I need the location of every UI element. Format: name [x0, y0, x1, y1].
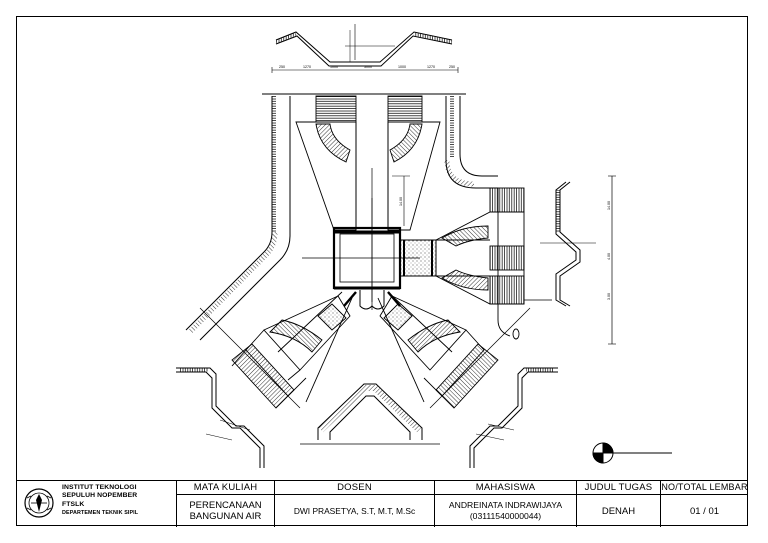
- course-cell: MATA KULIAH PERENCANAAN BANGUNAN AIR: [176, 481, 274, 527]
- lecturer-cell: DOSEN DWI PRASETYA, S.T, M.T, M.Sc: [274, 481, 434, 527]
- right-outlet-channel: [435, 187, 552, 340]
- sheet-cell: NO/TOTAL LEMBAR 01 / 01: [660, 481, 748, 527]
- institution-line4: DEPARTEMEN TEKNIK SIPIL: [62, 510, 139, 517]
- top-cross-section: [271, 24, 459, 73]
- title-block: INSTITUT TEKNOLOGI SEPULUH NOPEMBER FTSL…: [16, 480, 748, 527]
- dim-label: 1000: [398, 65, 406, 69]
- lower-left-branch: [199, 291, 353, 409]
- course-header: MATA KULIAH: [177, 481, 274, 495]
- student-cell: MAHASISWA ANDREINATA INDRAWIJAYA (031115…: [434, 481, 576, 527]
- institution-cell: INSTITUT TEKNOLOGI SEPULUH NOPEMBER FTSL…: [16, 481, 176, 527]
- institution-line3: FTSLK: [62, 500, 85, 508]
- assignment-header: JUDUL TUGAS: [577, 481, 660, 495]
- vertical-dim-label: 14.00: [399, 197, 403, 206]
- dim-label: 250: [279, 65, 285, 69]
- course-line2: BANGUNAN AIR: [189, 511, 262, 522]
- lower-left-cross-section: [176, 367, 265, 468]
- dim-label: 1270: [427, 65, 435, 69]
- lower-right-cross-section: [469, 367, 558, 468]
- dim-label: 3000: [364, 65, 372, 69]
- right-channel-wall: [444, 96, 498, 189]
- bottom-v-wall: [300, 383, 440, 445]
- lecturer-header: DOSEN: [275, 481, 434, 495]
- sheet-number: 01 / 01: [689, 505, 720, 517]
- institution-line2: SEPULUH NOPEMBER: [62, 492, 138, 500]
- vertical-dim-label: 14.00: [607, 201, 611, 210]
- top-inlet-channel: [295, 95, 441, 302]
- left-channel-wall: [185, 93, 466, 341]
- central-pier: [343, 290, 401, 310]
- dim-label: 250: [449, 65, 455, 69]
- lower-right-branch: [377, 291, 531, 409]
- vertical-dim-label: 3.00: [607, 293, 611, 300]
- student-header: MAHASISWA: [435, 481, 576, 495]
- dim-label: 1270: [303, 65, 311, 69]
- dim-label: 1000: [330, 65, 338, 69]
- lecturer-name: DWI PRASETYA, S.T, M.T, M.Sc: [293, 505, 416, 516]
- vertical-dim-label: 4.00: [607, 253, 611, 260]
- assignment-cell: JUDUL TUGAS DENAH: [576, 481, 660, 527]
- left-wall-hatch: [188, 231, 278, 334]
- central-structure: 14.00: [302, 175, 437, 310]
- top-dimension-labels: 250 1270 1000 3000 1000 1270 250: [279, 65, 455, 69]
- course-line1: PERENCANAAN: [189, 500, 262, 511]
- institution-name: INSTITUT TEKNOLOGI SEPULUH NOPEMBER FTSL…: [62, 484, 138, 518]
- assignment-title: DENAH: [601, 505, 636, 517]
- drawing-sheet-border: [16, 16, 748, 526]
- sheet-header: NO/TOTAL LEMBAR: [661, 481, 748, 495]
- student-id: (03111540000044): [469, 511, 542, 521]
- right-cross-section: 14.00 4.00 3.00: [540, 175, 616, 345]
- institution-line1: INSTITUT TEKNOLOGI: [62, 484, 137, 491]
- its-logo-icon: [24, 488, 54, 518]
- student-name: ANDREINATA INDRAWIJAYA: [448, 500, 563, 510]
- north-arrow-icon: [592, 442, 672, 464]
